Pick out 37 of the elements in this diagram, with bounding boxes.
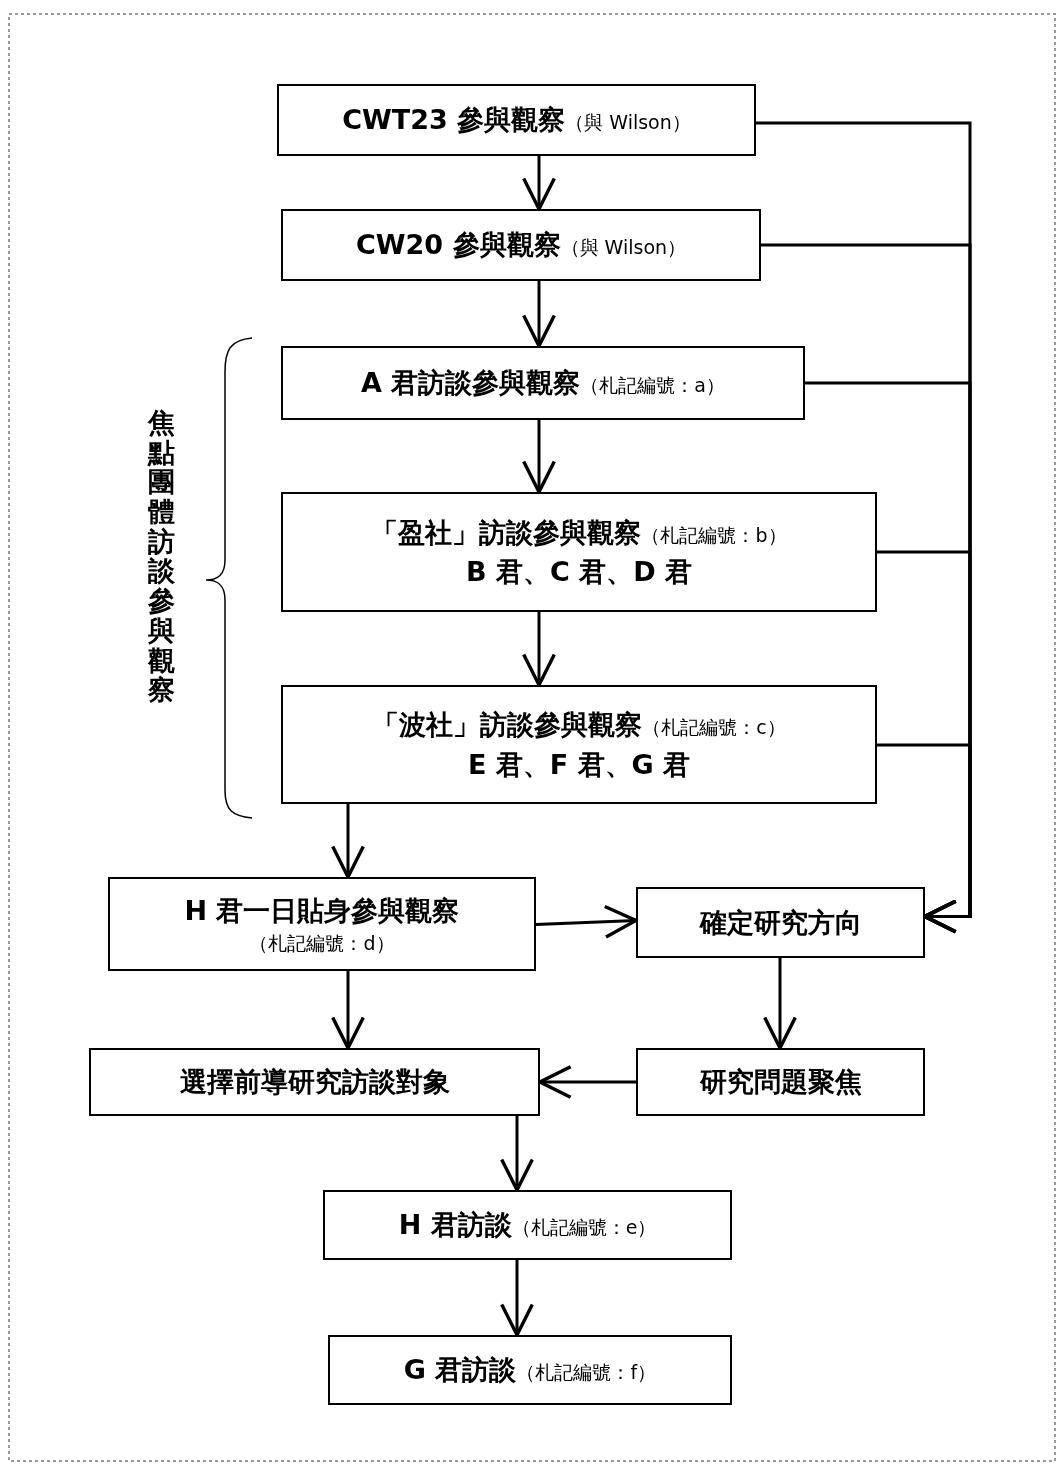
arrow: [535, 904, 638, 939]
arrow: [522, 156, 556, 211]
arrow: [522, 281, 556, 348]
process-box: [89, 1048, 540, 1116]
side-label: 焦點團體訪談參與觀察: [148, 408, 175, 705]
process-box: [281, 492, 877, 612]
process-box: [108, 877, 536, 971]
arrow: [331, 804, 365, 879]
arrow: [331, 971, 365, 1050]
box-text: CWT23 參與觀察（與 Wilson）: [342, 103, 691, 138]
box-text: E 君、F 君、G 君: [467, 747, 691, 782]
box-text: H 君一日貼身參與觀察: [184, 893, 460, 928]
box-text: 「盈社」訪談參與觀察（札記編號：b）: [371, 515, 787, 550]
process-box: [323, 1190, 732, 1260]
box-text: H 君訪談（札記編號：e）: [398, 1208, 657, 1243]
process-box: [636, 887, 925, 958]
process-box: [281, 346, 805, 420]
box-text: 「波社」訪談參與觀察（札記編號：c）: [372, 708, 786, 743]
process-box: [277, 84, 756, 156]
process-box: [281, 685, 877, 804]
arrow: [500, 1260, 534, 1337]
arrow: [522, 612, 556, 687]
box-text: B 君、C 君、D 君: [466, 555, 692, 589]
box-text: 研究問題聚焦: [699, 1065, 862, 1100]
box-text: 選擇前導研究訪談對象: [179, 1065, 450, 1100]
box-text: G 君訪談（札記編號：f）: [403, 1353, 657, 1388]
arrow: [763, 958, 797, 1050]
process-box: [281, 209, 761, 281]
process-box: [328, 1335, 732, 1405]
box-text: CW20 參與觀察（與 Wilson）: [355, 228, 687, 263]
process-box: [636, 1048, 925, 1116]
arrow: [522, 420, 556, 494]
box-text: A 君訪談參與觀察（札記編號：a）: [361, 366, 725, 401]
arrow: [877, 743, 972, 934]
arrow: [500, 1116, 534, 1192]
box-text: 確定研究方向: [699, 905, 862, 940]
box-text: （札記編號：d）: [249, 930, 395, 956]
